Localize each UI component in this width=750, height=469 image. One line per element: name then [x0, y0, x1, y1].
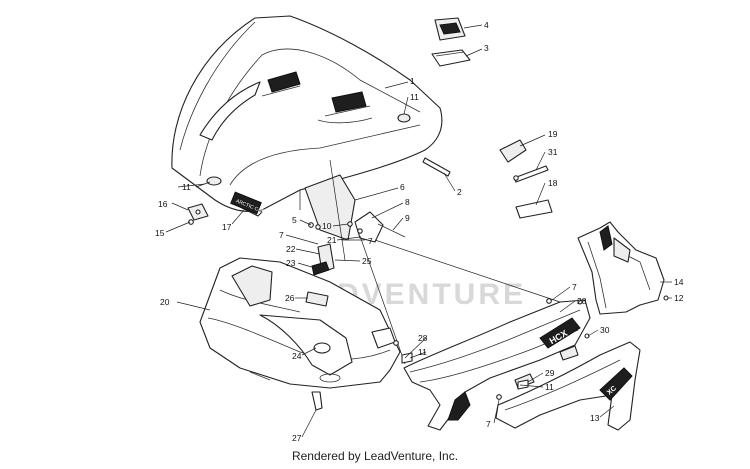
callout-15: 18 [548, 178, 558, 188]
callout-20: 23 [286, 258, 296, 268]
latch-plate [187, 203, 209, 221]
callout-21: 24 [292, 351, 302, 361]
vent-trim [431, 49, 471, 67]
leader-lines [165, 24, 672, 438]
callout-7-right: 7 [572, 282, 577, 292]
lower-decal-text: XC [606, 385, 618, 397]
callout-4: 4 [484, 20, 489, 30]
callout-5: 5 [292, 215, 297, 225]
callout-7-bottom: 7 [486, 419, 491, 429]
callout-17: 20 [160, 297, 170, 307]
callout-1: 1 [410, 76, 415, 86]
lower-panel: XC [495, 341, 641, 431]
callout-25: 28 [418, 333, 428, 343]
callout-18: 21 [327, 235, 337, 245]
front-panel [577, 221, 669, 315]
callout-11-hood: 11 [410, 92, 419, 102]
callout-22: 25 [362, 256, 372, 266]
vent-cover [434, 17, 466, 41]
callout-28-front: 12 [674, 293, 684, 303]
pad-15 [515, 199, 553, 219]
support-rod [422, 157, 451, 177]
callout-16: 19 [548, 129, 558, 139]
callout-13: 16 [158, 199, 168, 209]
callout-2: 2 [457, 187, 462, 197]
strap-31 [513, 165, 549, 183]
callout-30: 14 [674, 277, 684, 287]
callout-11-panel: 11 [418, 347, 427, 357]
footer-credit: Rendered by LeadVenture, Inc. [291, 449, 459, 463]
callout-29: 13 [590, 413, 600, 423]
storage-tub [199, 257, 401, 411]
callout-6: 6 [400, 182, 405, 192]
fasteners [188, 219, 552, 400]
callout-24: 27 [292, 433, 302, 443]
callout-3: 3 [484, 43, 489, 53]
callout-23: 26 [285, 293, 295, 303]
callout-11-lower: 11 [545, 382, 554, 392]
hood: ARCTIC CAT [171, 15, 443, 217]
side-panel: HCX [403, 299, 591, 431]
callout-26: 28 [577, 296, 587, 306]
callout-27: 29 [545, 368, 555, 378]
callout-8: 8 [405, 197, 410, 207]
callout-9: 9 [405, 213, 410, 223]
callout-10: 10 [322, 221, 332, 231]
callout-7-top: 7 [279, 230, 284, 240]
center-mount [304, 174, 406, 276]
callout-12: 15 [155, 228, 165, 238]
callout-28-panel: 30 [600, 325, 610, 335]
callout-labels: 4 3 1 11 2 19 31 18 11 16 15 17 5 6 10 8… [155, 20, 684, 443]
bracket-16 [499, 139, 527, 163]
callout-19: 22 [286, 244, 296, 254]
callout-7-mid: 7 [368, 236, 373, 246]
callout-14: 17 [222, 222, 232, 232]
callout-11-nose: 11 [182, 182, 191, 192]
callout-31: 31 [548, 147, 558, 157]
